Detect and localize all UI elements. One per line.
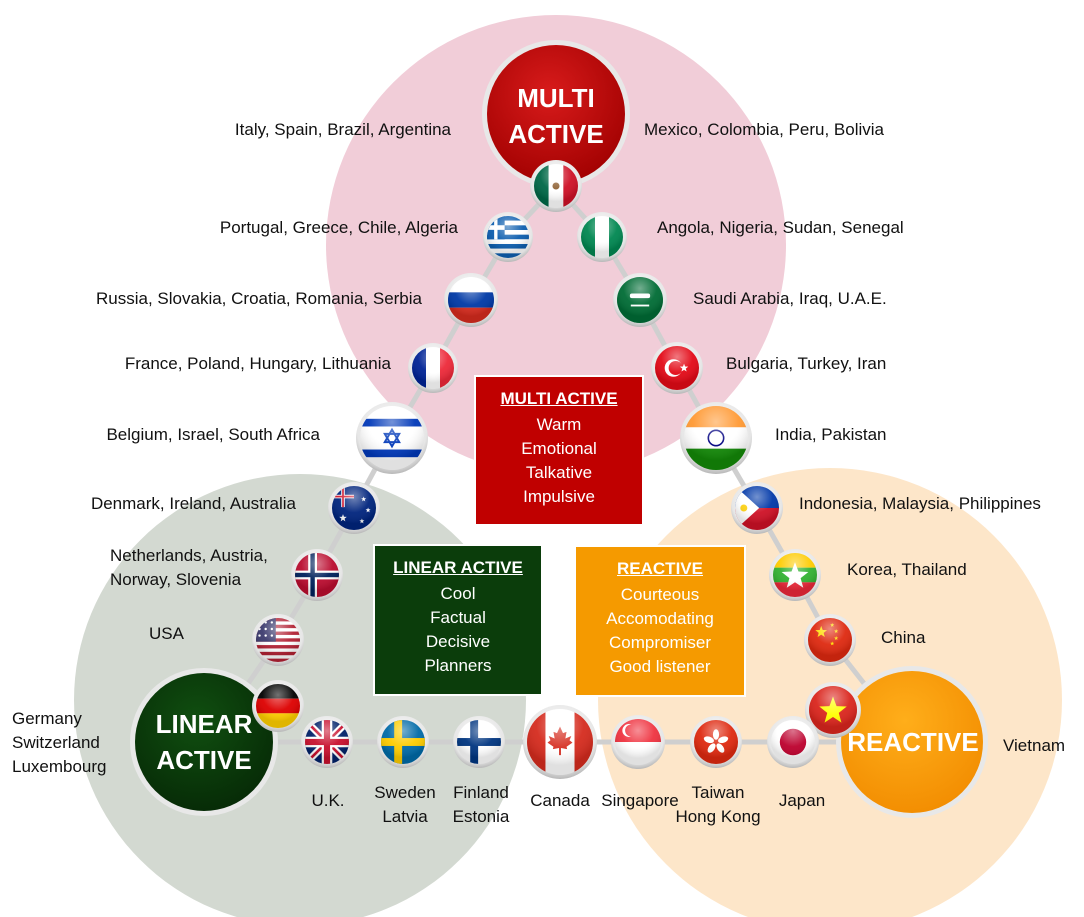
country-group-label: Russia, Slovakia, Croatia, Romania, Serb… [96,289,422,308]
label-line: Norway, Slovenia [110,570,242,589]
australia-flag-icon [328,482,380,534]
label-line: Finland [453,783,509,802]
singapore-flag-icon [611,715,665,769]
mexico-flag-icon [530,160,582,212]
saudi-arabia-flag-icon [613,273,667,327]
label-line: Japan [778,791,826,810]
label-line: Canada [530,791,590,810]
hub-label-line: REACTIVE [847,727,979,757]
vietnam-flag-icon [805,682,861,738]
country-group-label: Canada [520,789,600,813]
label-line: Netherlands, Austria, [110,546,268,565]
country-group-label: Italy, Spain, Brazil, Argentina [234,120,451,139]
label-line: Germany [12,709,82,728]
nigeria-flag-icon [577,212,627,262]
trait-item: Emotional [521,439,597,458]
japan-flag-icon [767,716,819,768]
country-group-label: Bulgaria, Turkey, Iran [726,354,887,373]
country-group-label: Portugal, Greece, Chile, Algeria [219,218,458,237]
country-group-label: Saudi Arabia, Iraq, U.A.E. [693,289,887,308]
label-line: Hong Kong [675,807,761,826]
multi-active-hub [487,45,625,183]
country-group-label: Vietnam [1003,736,1066,755]
country-group-label: Finland Estonia [440,781,522,829]
hub-label-line: ACTIVE [156,745,252,775]
country-group-label: Denmark, Ireland, Australia [90,494,296,513]
trait-box-title: LINEAR ACTIVE [393,558,523,577]
trait-box-title: MULTI ACTIVE [500,389,618,408]
country-group-label: Japan [762,789,842,813]
country-group-label: Germany Switzerland Luxembourg [12,707,107,779]
germany-flag-icon [252,680,304,732]
reactive-trait-box: REACTIVE Courteous Accomodating Compromi… [576,547,744,695]
india-flag-icon [680,402,752,474]
greece-flag-icon [483,212,533,262]
country-group-label: Belgium, Israel, South Africa [106,425,320,444]
country-group-label: Indonesia, Malaysia, Philippines [799,494,1041,513]
trait-box-title: REACTIVE [617,559,703,578]
trait-item: Good listener [609,657,711,676]
country-group-label: China [881,628,926,647]
country-group-label: Mexico, Colombia, Peru, Bolivia [644,120,884,139]
trait-item: Compromiser [608,633,712,652]
country-group-label: Singapore [595,789,685,813]
russia-flag-icon [444,273,498,327]
country-group-label: U.K. [298,789,358,813]
china-flag-icon [804,614,856,666]
hong-kong-flag-icon [690,716,742,768]
label-line: Latvia [382,807,428,826]
reactive-hub [841,671,983,813]
country-group-label: USA [149,624,184,643]
israel-flag-icon [356,402,428,474]
myanmar-flag-icon [769,549,821,601]
label-line: Singapore [601,791,679,810]
linear-active-hub [135,673,273,811]
country-group-label: Taiwan Hong Kong [668,781,768,829]
country-group-label: Netherlands, Austria, Norway, Slovenia [110,544,268,592]
trait-item: Impulsive [523,487,595,506]
label-line: Switzerland [12,733,100,752]
sweden-flag-icon [377,716,429,768]
reactive-hub-label: REACTIVE [842,724,984,760]
turkey-flag-icon [651,342,703,394]
uk-flag-icon [301,716,353,768]
trait-item: Planners [424,656,492,675]
hub-label-line: LINEAR [155,709,253,739]
label-line: Luxembourg [12,757,107,776]
linear-active-trait-box: LINEAR ACTIVE Cool Factual Decisive Plan… [375,546,541,694]
hub-label-line: MULTI [517,83,595,113]
country-group-label: India, Pakistan [775,425,887,444]
country-group-label: Korea, Thailand [847,560,967,579]
trait-item: Cool [440,584,476,603]
label-line: Sweden [374,783,436,802]
label-line: U.K. [311,791,345,810]
country-group-label: France, Poland, Hungary, Lithuania [124,354,391,373]
philippines-flag-icon [731,482,783,534]
linear-active-hub-label: LINEAR ACTIVE [134,706,274,778]
multi-active-hub-label: MULTI ACTIVE [486,80,626,152]
country-group-label: Sweden Latvia [365,781,445,829]
trait-item: Talkative [525,463,593,482]
canada-flag-icon [523,705,597,779]
label-line: Taiwan [691,783,745,802]
trait-item: Accomodating [606,609,714,628]
france-flag-icon [408,343,458,393]
trait-item: Warm [536,415,582,434]
norway-flag-icon [291,549,343,601]
trait-item: Decisive [425,632,491,651]
label-line: Estonia [452,807,510,826]
multi-active-trait-box: MULTI ACTIVE Warm Emotional Talkative Im… [476,377,642,524]
country-group-label: Angola, Nigeria, Sudan, Senegal [657,218,904,237]
flags-layer [252,160,861,779]
finland-flag-icon [453,716,505,768]
trait-item: Courteous [620,585,700,604]
usa-flag-icon [252,614,304,666]
hub-label-line: ACTIVE [508,119,604,149]
trait-item: Factual [430,608,486,627]
